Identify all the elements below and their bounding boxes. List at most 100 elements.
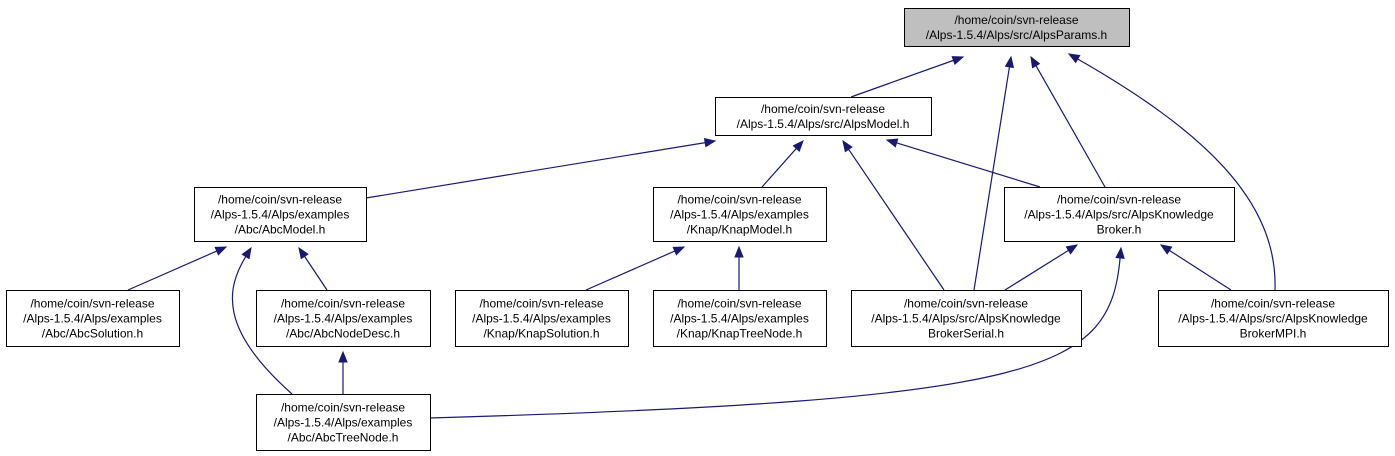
node-abc-solution[interactable]: /home/coin/svn-release/Alps-1.5.4/Alps/e…	[6, 290, 180, 347]
node-label-line: /home/coin/svn-release	[904, 297, 1028, 311]
node-label-line: /home/coin/svn-release	[1211, 297, 1335, 311]
node-box	[256, 394, 431, 451]
node-box	[1158, 290, 1389, 347]
arrowhead	[214, 246, 228, 256]
node-box	[851, 290, 1082, 347]
arrowhead	[703, 138, 717, 148]
edge-line	[127, 250, 219, 291]
edge-line	[850, 59, 955, 98]
node-label-line: /home/coin/svn-release	[761, 102, 885, 116]
node-label-line: Broker.h	[1097, 223, 1142, 237]
node-box	[904, 8, 1130, 47]
edges-layer	[127, 53, 1276, 419]
edge-knowledge-broker-serial-to-alps-model	[842, 139, 945, 291]
node-box	[1004, 187, 1235, 242]
node-box	[6, 290, 180, 347]
edge-line	[429, 256, 1121, 419]
node-label-line: /Alps-1.5.4/Alps/examples	[23, 312, 162, 326]
node-label-line: /Abc/AbcSolution.h	[42, 327, 143, 341]
node-label-line: /home/coin/svn-release	[677, 297, 801, 311]
arrowhead	[338, 350, 348, 363]
arrowhead	[842, 139, 853, 153]
arrowhead	[1004, 55, 1015, 69]
node-alps-model[interactable]: /home/coin/svn-release/Alps-1.5.4/Alps/s…	[715, 97, 932, 136]
edge-line	[973, 65, 1011, 291]
edge-line	[365, 141, 707, 199]
node-label-line: /Abc/AbcTreeNode.h	[288, 431, 399, 445]
edge-line	[1034, 64, 1106, 188]
node-label-line: /Alps-1.5.4/Alps/examples	[472, 312, 611, 326]
edge-line	[761, 147, 798, 188]
node-label-line: /home/coin/svn-release	[677, 193, 801, 207]
node-label-line: /Alps-1.5.4/Alps/src/AlpsKnowledge	[1178, 312, 1368, 326]
node-label-line: BrokerSerial.h	[928, 327, 1004, 341]
node-label-line: /Alps-1.5.4/Alps/examples	[670, 312, 809, 326]
edge-knap-tree-node-to-knap-model	[734, 245, 744, 290]
edge-abc-solution-to-abc-model	[127, 246, 228, 291]
arrowhead	[1067, 53, 1081, 64]
edge-knowledge-broker-to-alps-params	[1030, 55, 1106, 188]
node-label-line: /Knap/KnapModel.h	[687, 223, 792, 237]
node-knowledge-broker-mpi[interactable]: /home/coin/svn-release/Alps-1.5.4/Alps/s…	[1158, 290, 1389, 347]
node-label-line: /Alps-1.5.4/Alps/examples	[211, 208, 350, 222]
arrowhead	[951, 56, 965, 65]
arrowhead	[734, 245, 744, 258]
nodes-layer: /home/coin/svn-release/Alps-1.5.4/Alps/s…	[6, 8, 1389, 451]
node-label-line: /home/coin/svn-release	[218, 193, 342, 207]
node-knap-model[interactable]: /home/coin/svn-release/Alps-1.5.4/Alps/e…	[653, 187, 827, 242]
node-label-line: /Alps-1.5.4/Alps/src/AlpsKnowledge	[1024, 208, 1214, 222]
node-label-line: /Abc/AbcNodeDesc.h	[286, 327, 400, 341]
arrowhead	[298, 246, 309, 260]
node-knap-solution[interactable]: /home/coin/svn-release/Alps-1.5.4/Alps/e…	[455, 290, 629, 347]
arrowhead	[1030, 55, 1041, 69]
edge-abc-tree-node-to-knowledge-broker	[429, 246, 1125, 419]
edge-line	[1004, 249, 1070, 291]
edge-abc-node-desc-to-abc-model	[298, 246, 328, 291]
edge-knap-solution-to-knap-model	[585, 246, 686, 291]
arrowhead	[1159, 244, 1173, 255]
node-abc-tree-node[interactable]: /home/coin/svn-release/Alps-1.5.4/Alps/e…	[256, 394, 431, 451]
node-label-line: /Alps-1.5.4/Alps/src/AlpsKnowledge	[871, 312, 1061, 326]
node-abc-model[interactable]: /home/coin/svn-release/Alps-1.5.4/Alps/e…	[194, 187, 367, 242]
node-label-line: /Alps-1.5.4/Alps/examples	[274, 416, 413, 430]
edge-knowledge-broker-serial-to-alps-params	[973, 55, 1015, 291]
arrowhead	[1065, 244, 1079, 255]
node-label-line: /home/coin/svn-release	[954, 13, 1078, 27]
node-label-line: /Alps-1.5.4/Alps/examples	[670, 208, 809, 222]
edge-knowledge-broker-to-alps-model	[885, 138, 1041, 188]
arrowhead	[885, 138, 899, 148]
node-label-line: /home/coin/svn-release	[479, 297, 603, 311]
node-box	[455, 290, 629, 347]
node-knowledge-broker-serial[interactable]: /home/coin/svn-release/Alps-1.5.4/Alps/s…	[851, 290, 1082, 347]
arrowhead	[1115, 246, 1125, 259]
edge-line	[231, 255, 293, 395]
node-label-line: /Alps-1.5.4/Alps/src/AlpsParams.h	[926, 28, 1107, 42]
edge-line	[585, 250, 677, 291]
edge-line	[303, 255, 328, 291]
node-box	[256, 290, 431, 347]
edge-knowledge-broker-serial-to-knowledge-broker	[1004, 244, 1079, 291]
node-label-line: /home/coin/svn-release	[281, 401, 405, 415]
arrowhead	[241, 246, 252, 260]
node-abc-node-desc[interactable]: /home/coin/svn-release/Alps-1.5.4/Alps/e…	[256, 290, 431, 347]
node-label-line: /Alps-1.5.4/Alps/examples	[274, 312, 413, 326]
node-label-line: /home/coin/svn-release	[30, 297, 154, 311]
node-label-line: /Abc/AbcModel.h	[235, 223, 326, 237]
node-label-line: BrokerMPI.h	[1240, 327, 1307, 341]
node-box	[194, 187, 367, 242]
edge-knowledge-broker-mpi-to-knowledge-broker	[1159, 244, 1232, 291]
edge-line	[1076, 57, 1276, 291]
node-knap-tree-node[interactable]: /home/coin/svn-release/Alps-1.5.4/Alps/e…	[653, 290, 827, 347]
edge-abc-tree-node-to-abc-node-desc	[338, 350, 348, 394]
edge-abc-tree-node-to-abc-model	[231, 246, 293, 395]
node-knowledge-broker[interactable]: /home/coin/svn-release/Alps-1.5.4/Alps/s…	[1004, 187, 1235, 242]
arrowhead	[672, 246, 686, 256]
edge-abc-model-to-alps-model	[365, 138, 717, 199]
node-label-line: /home/coin/svn-release	[1057, 193, 1181, 207]
edge-line	[1168, 249, 1232, 291]
node-alps-params[interactable]: /home/coin/svn-release/Alps-1.5.4/Alps/s…	[904, 8, 1130, 47]
node-label-line: /home/coin/svn-release	[281, 297, 405, 311]
edge-knowledge-broker-mpi-to-alps-params	[1067, 53, 1276, 291]
arrowhead	[792, 139, 804, 152]
